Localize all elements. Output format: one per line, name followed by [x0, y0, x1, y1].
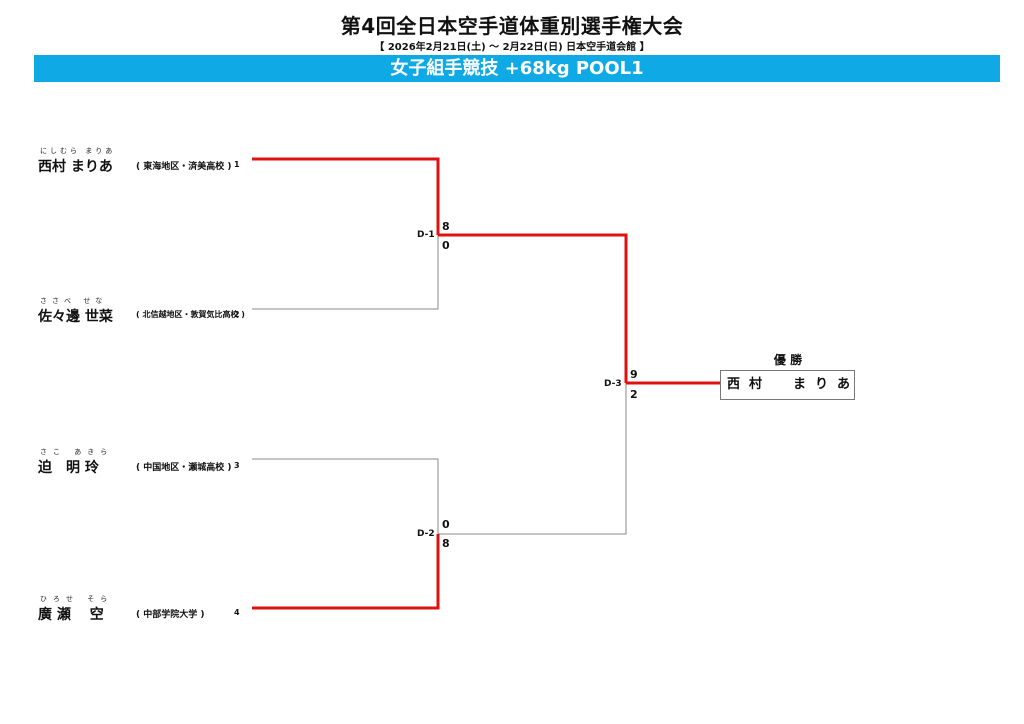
- player-ruby: ひろせ そら: [40, 595, 114, 603]
- player-seed: 4: [234, 608, 240, 617]
- player-seed: 3: [234, 461, 240, 470]
- player-seed: 1: [234, 160, 240, 169]
- winner-name-box: 西村 まりあ: [720, 370, 855, 400]
- bracket-line-d1-to-d3: [438, 233, 628, 383]
- player-affiliation: ( 中部学院大学 ): [136, 610, 205, 620]
- player-seed: 2: [234, 310, 240, 319]
- match-label-d3: D-3: [604, 379, 622, 389]
- match-score-d1-top: 8: [442, 220, 450, 233]
- bracket-line-player-3: [252, 458, 439, 534]
- match-label-d2: D-2: [417, 529, 435, 539]
- match-score-d3-bottom: 2: [630, 388, 638, 401]
- player-ruby: にしむら まりあ: [40, 147, 116, 155]
- match-score-d3-top: 9: [630, 368, 638, 381]
- match-score-d2-bottom: 8: [442, 537, 450, 550]
- match-score-d1-bottom: 0: [442, 239, 450, 252]
- match-label-d1: D-1: [417, 230, 435, 240]
- player-name: 佐々邊 世菜: [38, 309, 113, 325]
- player-affiliation: ( 東海地区・済美高校 ): [136, 162, 232, 172]
- player-affiliation: ( 北信越地区・敦賀気比高校 ): [136, 310, 245, 319]
- winner-label: 優 勝: [773, 353, 803, 367]
- category-banner: 女子組手競技 +68kg POOL1: [34, 55, 1000, 82]
- player-ruby: さこ あきら: [40, 448, 114, 456]
- bracket-line-d2-to-d3: [438, 383, 627, 535]
- player-name: 廣 瀬 空: [38, 607, 104, 623]
- page-title: 第4回全日本空手道体重別選手権大会: [340, 14, 684, 38]
- player-ruby: ささべ せな: [40, 297, 108, 305]
- bracket-line-player-1: [252, 157, 440, 235]
- event-date-venue: 【 2026年2月21日(土) ～ 2月22日(日) 日本空手道会館 】: [374, 42, 650, 53]
- bracket-line-player-2: [252, 235, 439, 310]
- player-name: 迫 明 玲: [38, 460, 99, 476]
- player-name: 西村 まりあ: [38, 159, 113, 175]
- match-score-d2-top: 0: [442, 518, 450, 531]
- bracket-line-player-4: [252, 534, 440, 610]
- player-affiliation: ( 中国地区・瀬城高校 ): [136, 463, 232, 473]
